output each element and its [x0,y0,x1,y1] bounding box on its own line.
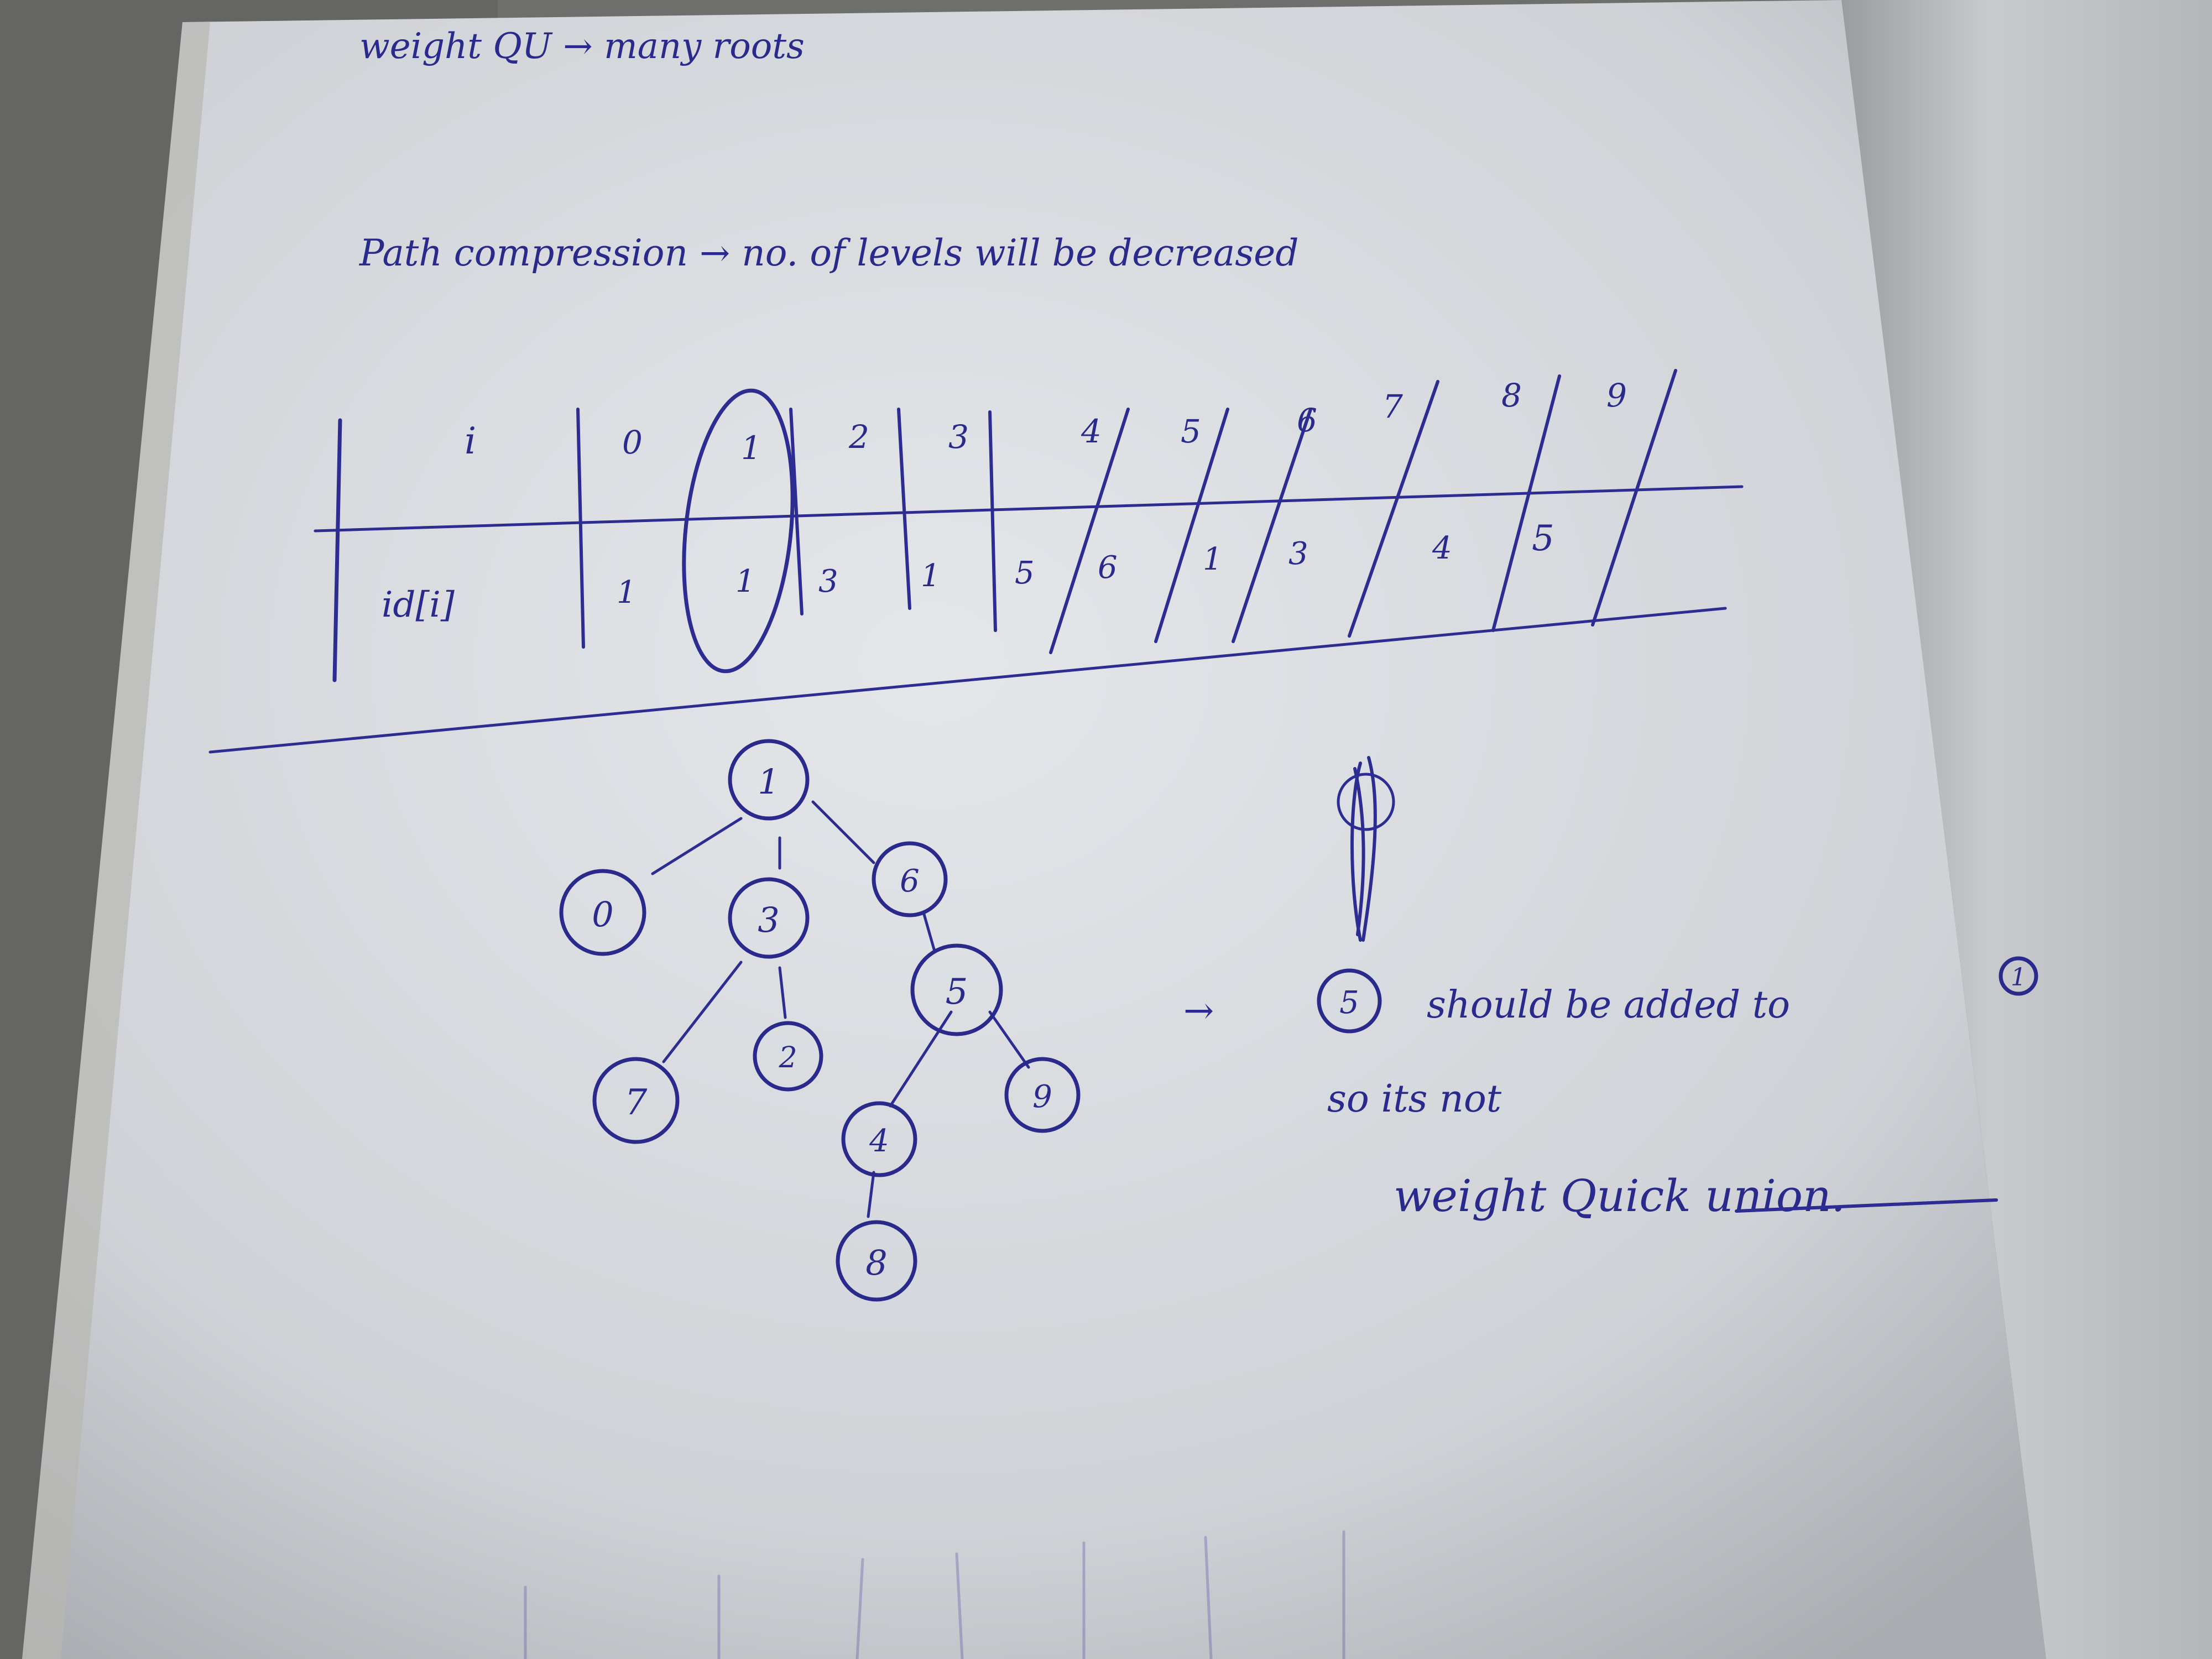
svg-text:2: 2 [778,1041,797,1074]
facing-page [1841,0,2212,1659]
index-cell: 3 [948,418,969,456]
tree-node-4: 4 [841,1101,917,1177]
scribble-mark [1337,756,1395,942]
index-cell: 7 [1383,388,1403,425]
note-target-node-1: 1 [1999,956,2038,996]
note-underline [1735,1198,1998,1213]
page-bleed-through [524,1530,1345,1659]
svg-text:5: 5 [946,972,968,1013]
note-line-1: should be added to [1427,983,1790,1027]
svg-text:4: 4 [869,1123,889,1159]
tree-node-8: 8 [836,1220,917,1302]
svg-text:5: 5 [1339,985,1359,1021]
index-cell: 9 [1606,377,1627,414]
svg-text:7: 7 [625,1082,648,1123]
tree-node-0: 0 [559,869,646,956]
array-table [208,369,1744,754]
index-cell: 5 [1181,413,1201,450]
value-cell: 1 [617,575,637,611]
svg-text:0: 0 [592,894,613,935]
note-node-5: 5 [1317,968,1382,1034]
note-line-2: so its not [1327,1077,1502,1121]
value-cell: 3 [818,564,838,599]
header-line-2: Path compression → no. of levels will be… [359,232,1298,274]
value-cell: 1 [735,564,755,599]
index-cell: 0 [622,424,643,461]
svg-text:6: 6 [900,863,920,899]
tree-node-3: 3 [728,877,810,959]
value-cell: 1 [1203,541,1223,577]
tree-node-2: 2 [753,1021,823,1092]
notebook-page [22,0,2046,1659]
value-cell: 5 [1015,555,1035,591]
svg-text:1: 1 [2011,963,2026,992]
tree-node-9: 9 [1004,1057,1081,1133]
tree-node-6: 6 [872,841,948,917]
value-cell: 1 [921,558,941,594]
note-arrow: → [1183,989,1214,1032]
svg-text:8: 8 [865,1243,887,1283]
tree-node-1: 1 [728,739,810,821]
svg-text:9: 9 [1032,1079,1052,1115]
value-cell: 3 [1288,536,1308,572]
svg-text:3: 3 [758,900,779,940]
svg-text:1: 1 [758,761,779,802]
header-line-1: weight QU → many roots [359,26,805,67]
value-cell: 4 [1432,530,1452,566]
index-cell: 4 [1081,413,1102,450]
index-cell: 1 [741,429,761,467]
index-cell: 8 [1501,377,1522,414]
tree-node-7: 7 [592,1057,680,1144]
note-line-3: weight Quick union. [1394,1170,1845,1222]
index-cell: 2 [848,418,869,456]
row-label-id: id[i] [382,585,455,625]
row-label-i: i [465,420,476,462]
value-cell: 6 [1098,550,1118,586]
value-cell: 5 [1532,518,1554,559]
tree-edges [651,800,1030,1218]
tree-node-5: 5 [910,943,1003,1036]
index-cell: 6 [1297,401,1317,439]
